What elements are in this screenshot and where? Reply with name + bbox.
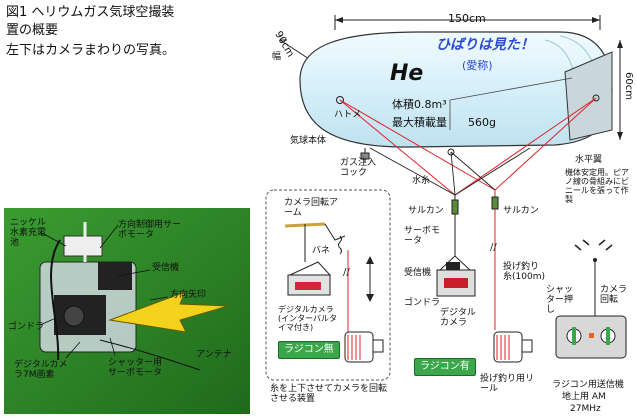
svg-text://: //	[490, 242, 497, 253]
width-dimension	[334, 15, 601, 30]
horizontal-wing-label: 水平翼	[575, 155, 603, 165]
servo-label: サーボモータ	[404, 226, 441, 246]
spring-label: バネ	[312, 246, 331, 256]
swivel-left-label: サルカン	[408, 206, 444, 216]
shutter-label: シャッター押し	[546, 285, 574, 315]
volume-label: 体積0.8m³	[392, 98, 447, 111]
photo-arrow-label: 方向矢印	[170, 290, 207, 300]
transmitter-caption-1: ラジコン用送信機	[552, 380, 624, 390]
left-box-footer: 糸を上下させてカメラを回転させる装置	[270, 384, 388, 404]
receiver-label: 受信機	[404, 268, 432, 278]
wing-note: 機体安定用。ピアノ線の骨組みにビニールを張って作製	[565, 168, 629, 204]
caption-line-3: 左下はカメラまわりの写真。	[6, 43, 176, 58]
red-tether-lines	[339, 97, 597, 212]
svg-text://: //	[343, 267, 350, 278]
caption-line-1: 図1 ヘリウムガス気球空撮装	[6, 5, 175, 20]
gas-symbol: He	[390, 61, 424, 86]
transmitter-caption-3: 27MHz	[570, 404, 601, 414]
photo-receiver-label: 受信機	[152, 263, 180, 273]
fishing-line-label: 投げ釣り糸(100m)	[503, 262, 545, 282]
water-threads	[369, 147, 531, 196]
nickname-sub: (愛称)	[462, 59, 493, 72]
photo-gondola-label: ゴンドラ	[8, 322, 45, 332]
height-label: 60cm	[623, 72, 634, 100]
photo-shutter-servo-label: シャッター用サーボモータ	[108, 358, 163, 378]
with-radio-tag: ラジコン有	[414, 358, 476, 376]
gas-inlet-cock	[360, 148, 370, 162]
payload-label: 最大積載量	[392, 116, 447, 129]
photo-camera-label: デジタルカメラ7M画素	[14, 360, 68, 380]
depth-suffix: 幅	[272, 52, 282, 62]
gas-inlet-label: ガス注入コック	[340, 158, 377, 178]
camera-arm-label: カメラ回転アーム	[284, 198, 339, 218]
photo-panel	[4, 208, 250, 414]
payload-value: 560g	[468, 116, 496, 129]
transmitter-caption-2: 地上用 AM	[562, 392, 606, 402]
reel-label: 投げ釣り用リール	[480, 374, 535, 394]
width-label: 150cm	[448, 12, 486, 25]
no-radio-tag: ラジコン無	[278, 341, 340, 359]
center-camera-label: デジタルカメラ	[440, 308, 476, 328]
caption-line-2: 置の概要	[6, 23, 59, 38]
eyelet-label: ハトメ	[334, 110, 362, 120]
height-dimension	[617, 40, 623, 140]
body-label: 気球本体	[290, 136, 327, 146]
gondola-label: ゴンドラ	[404, 298, 441, 308]
left-device-box	[265, 189, 391, 381]
photo-antenna-label: アンテナ	[196, 350, 232, 360]
water-thread-label: 水糸	[412, 176, 431, 186]
swivel-right-label: サルカン	[503, 206, 539, 216]
rotate-label: カメラ回転	[600, 285, 628, 305]
transmitter	[555, 239, 627, 359]
photo-leader-lines	[39, 224, 169, 359]
photo-battery-label: ニッケル水素充電池	[10, 218, 47, 248]
nickname: ひばりは見た！	[436, 37, 534, 53]
left-camera-label: デジタルカメラ(インターバルタイマ付き)	[278, 305, 338, 332]
photo-steer-servo-label: 方向制御用サーボモータ	[118, 220, 182, 240]
